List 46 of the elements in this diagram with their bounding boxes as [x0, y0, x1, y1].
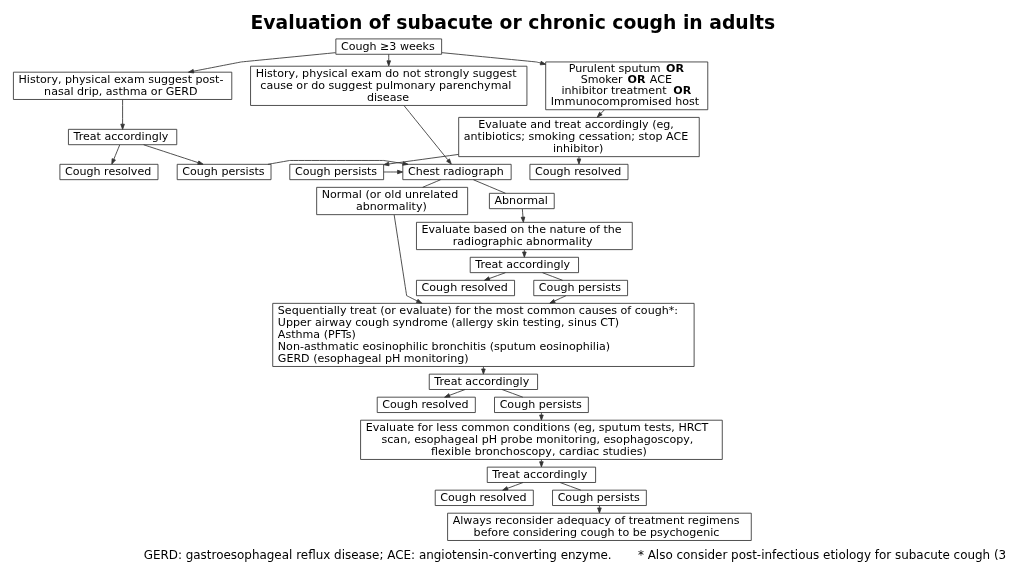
node-box: Treat accordingly: [486, 466, 597, 483]
node-box: Cough persists: [552, 489, 647, 506]
arrow: [441, 52, 547, 66]
connector: [501, 389, 524, 398]
node-box: Cough resolved: [376, 396, 476, 413]
node-box: Sequentially treat (or evaluate) for the most common causes of cough*: Upper airway cough syndrome (allergy skin testing, sinus CT) Asthma (PFTs) Non-asthmatic eosinophilic bronchitis (sputum eosinophilia) GERD (esophageal pH monitoring): [272, 302, 695, 367]
arrow: [549, 295, 567, 304]
arrow: [143, 144, 204, 165]
label: GERD: gastroesophageal reflux disease; ACE: angiotensin-converting enzyme.: [143, 548, 612, 563]
node-box: Cough resolved: [529, 163, 629, 181]
node-box: Cough resolved: [434, 489, 534, 506]
node-box: Normal (or old unrelated abnormality): [316, 186, 469, 216]
node-box: Treat accordingly: [68, 128, 178, 146]
arrow: [383, 154, 459, 167]
node-box: Cough resolved: [416, 279, 515, 297]
arrow: [120, 99, 125, 130]
arrow: [596, 109, 605, 118]
arrow: [111, 144, 121, 165]
node-box: Cough persists: [494, 396, 589, 413]
arrow: [188, 52, 336, 74]
arrow: [383, 169, 404, 175]
arrow: [484, 272, 506, 281]
node-box: Cough resolved: [59, 163, 159, 181]
connector: [542, 272, 563, 281]
arrow: [520, 208, 526, 223]
node-box: Purulent sputum OR Smoker OR ACE inhibitor treatment OR Immunocompromised host: [545, 61, 709, 111]
node-box: Cough persists: [289, 163, 385, 181]
node-box: History, physical exam do not strongly suggest cause or do suggest pulmonary parenchymal disease: [250, 65, 528, 106]
arrow: [393, 214, 423, 304]
connector: [422, 179, 442, 188]
node-box: Treat accordingly: [428, 373, 538, 390]
label: * Also consider post-infectious etiology for subacute cough (3: [637, 548, 1007, 563]
node-box: Cough persists: [176, 163, 272, 181]
arrow: [444, 389, 466, 398]
node-box: Abnormal: [488, 192, 555, 210]
arrow: [576, 156, 582, 165]
arrow: [386, 53, 391, 67]
node-box: Cough persists: [533, 279, 628, 297]
arrow: [502, 482, 524, 491]
node-box: Always reconsider adequacy of treatment regimens before considering cough to be psychogenic: [447, 512, 752, 541]
node-box: Cough ≥3 weeks: [335, 38, 443, 55]
arrow: [403, 105, 452, 165]
diagram-title: Evaluation of subacute or chronic cough in adults: [250, 12, 776, 34]
arrow: [267, 160, 409, 166]
connector: [559, 482, 582, 491]
node-box: Treat accordingly: [469, 256, 579, 274]
